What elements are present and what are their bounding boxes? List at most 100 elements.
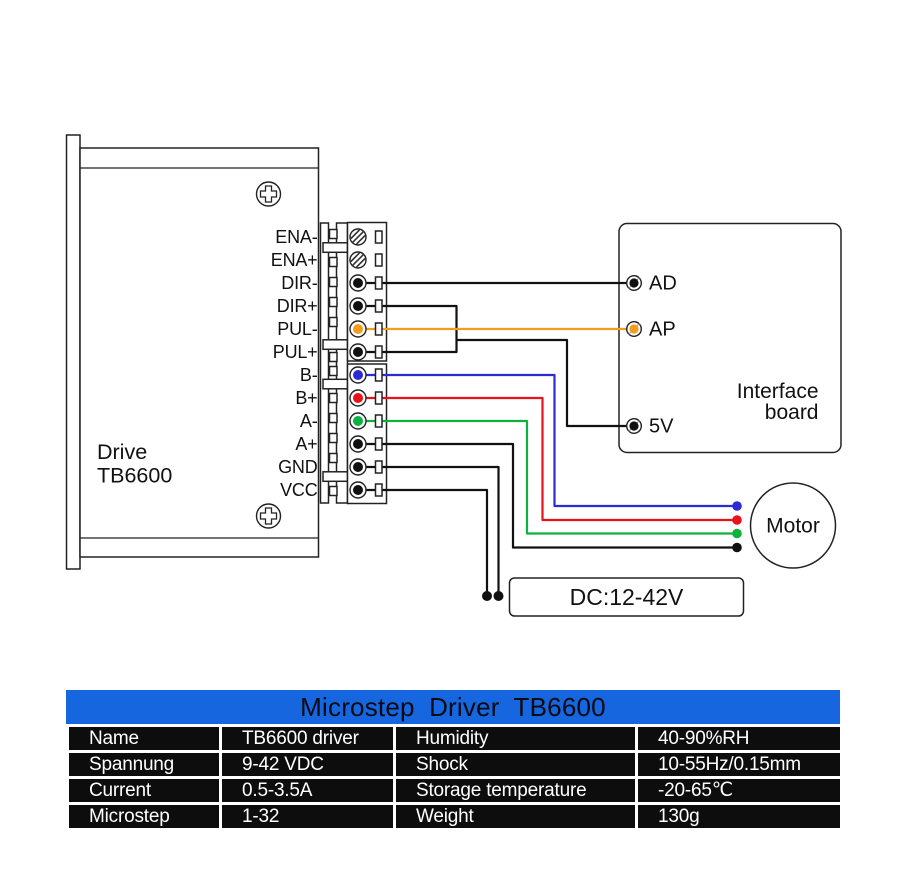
interface-board-label-line1: Interface [737, 380, 819, 403]
wiring-diagram-canvas: Drive TB6600 Interface [65, 134, 842, 617]
terminal-screw-ena-minus [349, 228, 367, 246]
pin-label-gnd: GND [278, 457, 318, 477]
terminal-screw-dir-plus [349, 297, 367, 315]
drive-screw-top-icon [255, 181, 282, 207]
terminal-pin-pul-plus [374, 345, 383, 359]
pin-label-a-plus: A+ [295, 434, 317, 454]
spec-value: 10-55Hz/0.15mm [635, 750, 843, 779]
spec-value: 0.5-3.5A [219, 776, 396, 805]
power-label: DC:12-42V [570, 584, 684, 610]
spec-value: 9-42 VDC [219, 750, 396, 779]
spec-table-title: Microstep Driver TB6600 [66, 690, 840, 724]
spec-table-body: Name TB6600 driver Humidity 40-90%RH Spa… [66, 724, 843, 831]
wire-a-plus-to-motor [358, 442, 737, 549]
spec-label: Microstep [66, 802, 222, 831]
wire-vcc-to-power [358, 488, 489, 596]
pin-label-a-minus: A- [300, 411, 318, 431]
terminal-pin-ena-plus [374, 253, 383, 267]
table-row: Name TB6600 driver Humidity 40-90%RH [66, 724, 843, 753]
interface-terminal-ad-label: AD [649, 273, 677, 295]
drive-label-line2: TB6600 [97, 464, 172, 488]
wire-b-plus-to-motor [358, 396, 737, 522]
interface-terminal-ad: AD [626, 273, 677, 295]
terminal-pin-a-plus [374, 437, 383, 451]
terminal-screw-pul-minus [349, 320, 367, 338]
pin-label-dir-plus: DIR+ [277, 296, 318, 316]
wire-b-minus-to-motor [358, 373, 737, 508]
terminal-screw-dir-minus [349, 274, 367, 292]
pin-label-pul-plus: PUL+ [273, 342, 318, 362]
interface-terminal-ap: AP [626, 319, 676, 341]
pin-label-ena-minus: ENA- [275, 227, 317, 247]
pin-label-pul-minus: PUL- [277, 319, 317, 339]
terminal-screw-gnd [349, 458, 367, 476]
terminal-screw-b-minus [349, 366, 367, 384]
motor-label: Motor [766, 515, 820, 538]
terminal-pin-gnd [374, 460, 383, 474]
power-lead-dot-gnd [493, 591, 504, 601]
pin-label-vcc: VCC [280, 480, 318, 500]
power-box [508, 577, 745, 617]
interface-board-box [618, 222, 842, 454]
motor-lead-dot-black [732, 542, 742, 553]
interface-terminal-5v: 5V [626, 416, 674, 438]
drive-label-line1: Drive [97, 440, 147, 464]
terminal-pin-b-minus [374, 368, 383, 382]
motor-lead-dots [732, 501, 742, 553]
spec-value: 1-32 [219, 802, 396, 831]
terminal-pin-a-minus [374, 414, 383, 428]
terminal-pin-dir-plus [374, 299, 383, 313]
motor-lead-dot-blue [732, 501, 742, 511]
drive-unit: Drive TB6600 [65, 134, 320, 570]
spec-label: Current [66, 776, 222, 805]
table-row: Spannung 9-42 VDC Shock 10-55Hz/0.15mm [66, 750, 843, 779]
motor-circle [749, 482, 837, 569]
terminal-screw-a-plus [349, 435, 367, 453]
terminal-screw-a-minus [349, 412, 367, 430]
terminal-screw-b-plus [349, 389, 367, 407]
drive-body [79, 147, 320, 558]
connector-teeth [328, 228, 338, 497]
power-lead-dot-vcc [482, 591, 492, 601]
interface-terminal-5v-label: 5V [649, 416, 674, 438]
terminal-screw-vcc [349, 481, 367, 499]
motor-lead-dot-red [732, 515, 742, 525]
terminal-screw-pul-plus [349, 343, 367, 361]
terminal-pin-vcc [374, 483, 383, 497]
terminal-pins [374, 230, 383, 497]
table-row: Microstep 1-32 Weight 130g [66, 802, 843, 831]
driver-pin-labels: ENA- ENA+ DIR- DIR+ PUL- PUL+ B- B+ A- A… [271, 227, 318, 500]
connector-spine [335, 222, 349, 504]
terminal-pin-ena-minus [374, 230, 383, 244]
spec-label: Spannung [66, 750, 222, 779]
spec-label: Weight [393, 802, 638, 831]
wire-gnd-to-power [358, 465, 500, 596]
spec-value: 130g [635, 802, 843, 831]
terminal-pin-dir-minus [374, 276, 383, 290]
spec-table: Microstep Driver TB6600 Name TB6600 driv… [66, 690, 843, 831]
wires [358, 281, 737, 596]
terminal-block-upper [346, 221, 388, 362]
spec-value: 40-90%RH [635, 724, 843, 753]
spec-label: Shock [393, 750, 638, 779]
motor-lead-dot-green [732, 528, 742, 539]
pin-label-dir-minus: DIR- [281, 273, 317, 293]
drive-mounting-plate [65, 134, 81, 570]
table-row: Current 0.5-3.5A Storage temperature -20… [66, 776, 843, 805]
terminal-block-lower [346, 363, 388, 505]
terminal-screw-ena-plus [349, 251, 367, 269]
pin-label-ena-plus: ENA+ [271, 250, 318, 270]
wire-a-minus-to-motor [358, 419, 737, 535]
spec-value: TB6600 driver [219, 724, 396, 753]
spec-label: Humidity [393, 724, 638, 753]
connector-strip [319, 222, 349, 504]
pin-label-b-minus: B- [300, 365, 318, 385]
connector-rail [319, 222, 330, 504]
terminal-screws [349, 228, 367, 499]
terminal-pin-pul-minus [374, 322, 383, 336]
terminal-pin-b-plus [374, 391, 383, 405]
drive-screw-bottom-icon [255, 503, 282, 529]
wire-bridge-to-5v [456, 338, 627, 428]
spec-value: -20-65℃ [635, 776, 843, 805]
